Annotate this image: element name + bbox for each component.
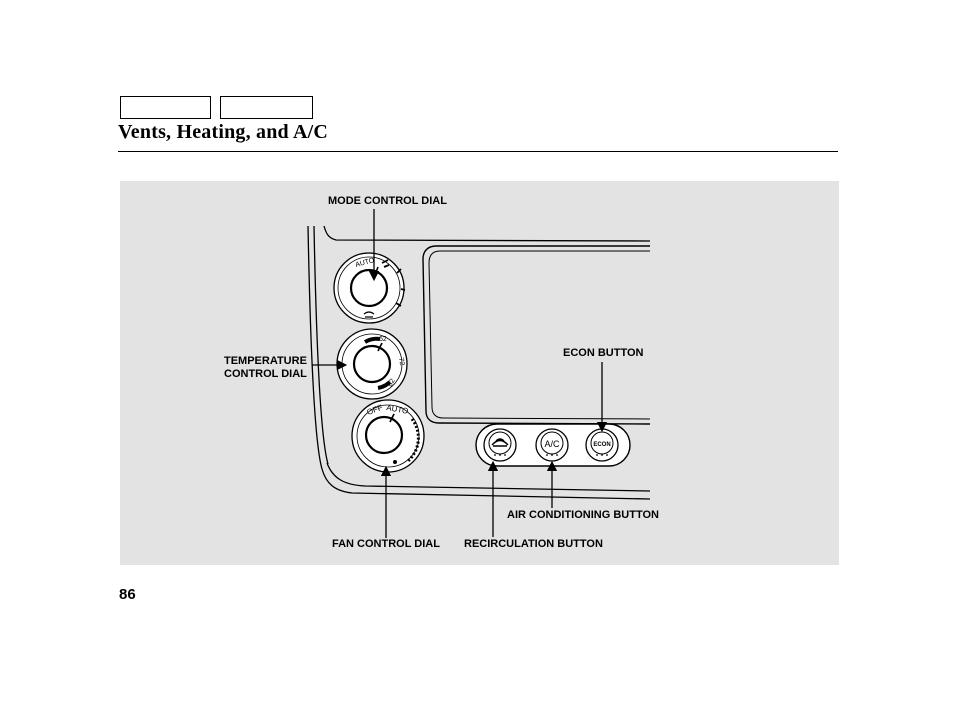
econ-button-callout: ECON BUTTON — [563, 347, 644, 359]
mode-control-dial[interactable]: AUTO — [333, 252, 406, 324]
econ-button[interactable]: ECON — [585, 428, 619, 462]
recirculation-icon — [491, 438, 509, 447]
callout-leaders — [312, 209, 608, 538]
temp-low-marking: 62 — [379, 336, 387, 343]
econ-button-label: ECON — [593, 442, 610, 448]
ac-button[interactable]: A/C — [535, 428, 569, 462]
temperature-control-dial-label-line1: TEMPERATURE — [224, 355, 307, 367]
mode-control-dial-label: MODE CONTROL DIAL — [328, 195, 447, 207]
nav-tab-2[interactable] — [220, 96, 313, 119]
fan-control-dial-label: FAN CONTROL DIAL — [332, 538, 440, 550]
mode-auto-marking: AUTO — [355, 257, 376, 269]
recirculation-button[interactable] — [483, 428, 517, 462]
ac-button-label: A/C — [544, 439, 560, 449]
page-title: Vents, Heating, and A/C — [118, 121, 329, 143]
dashboard-bezel — [307, 225, 651, 500]
defrost-icon — [363, 311, 375, 318]
page-number: 86 — [119, 586, 136, 603]
nav-tab-1[interactable] — [120, 96, 211, 119]
display-screen — [422, 245, 651, 425]
climate-control-figure: AUTO 62 72 82 OFF AUTO — [120, 181, 839, 565]
fan-control-dial[interactable]: OFF AUTO — [351, 399, 425, 473]
fan-auto-marking: AUTO — [386, 403, 409, 416]
title-rule — [118, 151, 838, 152]
temperature-control-dial[interactable]: 62 72 82 — [336, 328, 408, 400]
ac-button-callout: AIR CONDITIONING BUTTON — [507, 509, 659, 521]
climate-control-illustration: AUTO 62 72 82 OFF AUTO — [307, 209, 651, 538]
temp-mid-marking: 72 — [397, 357, 405, 366]
temp-high-marking: 82 — [387, 378, 397, 388]
vent-mode-icon — [381, 259, 406, 307]
recirculation-button-callout: RECIRCULATION BUTTON — [464, 538, 603, 550]
temperature-control-dial-label-line2: CONTROL DIAL — [224, 368, 307, 380]
